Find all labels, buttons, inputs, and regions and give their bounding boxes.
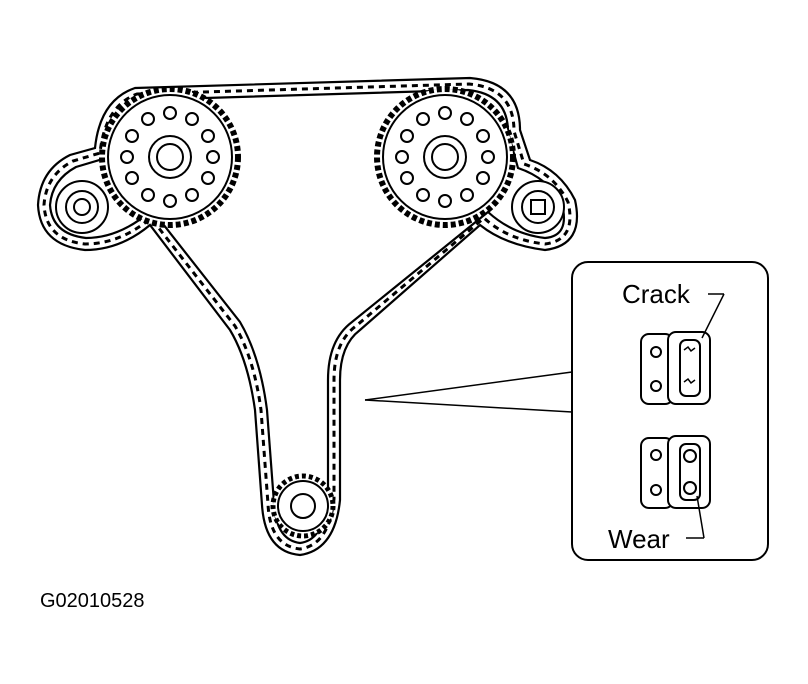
right-idler-pulley [511,180,565,234]
crack-label: Crack [622,279,691,309]
sprocket-holes [395,106,495,208]
callout-leader [364,371,573,413]
left-cam-sprocket [99,86,241,228]
label-leaders [686,293,725,539]
left-idler-pulley [55,180,109,234]
cracked-chain-link [640,331,711,405]
wear-label: Wear [608,524,670,554]
figure-id: G02010528 [40,590,145,612]
crank-sprocket [270,473,336,539]
callout-box: Crack Wear [571,261,769,561]
sprocket-holes [120,106,220,208]
right-cam-sprocket [374,86,516,228]
worn-chain-link [640,435,711,509]
